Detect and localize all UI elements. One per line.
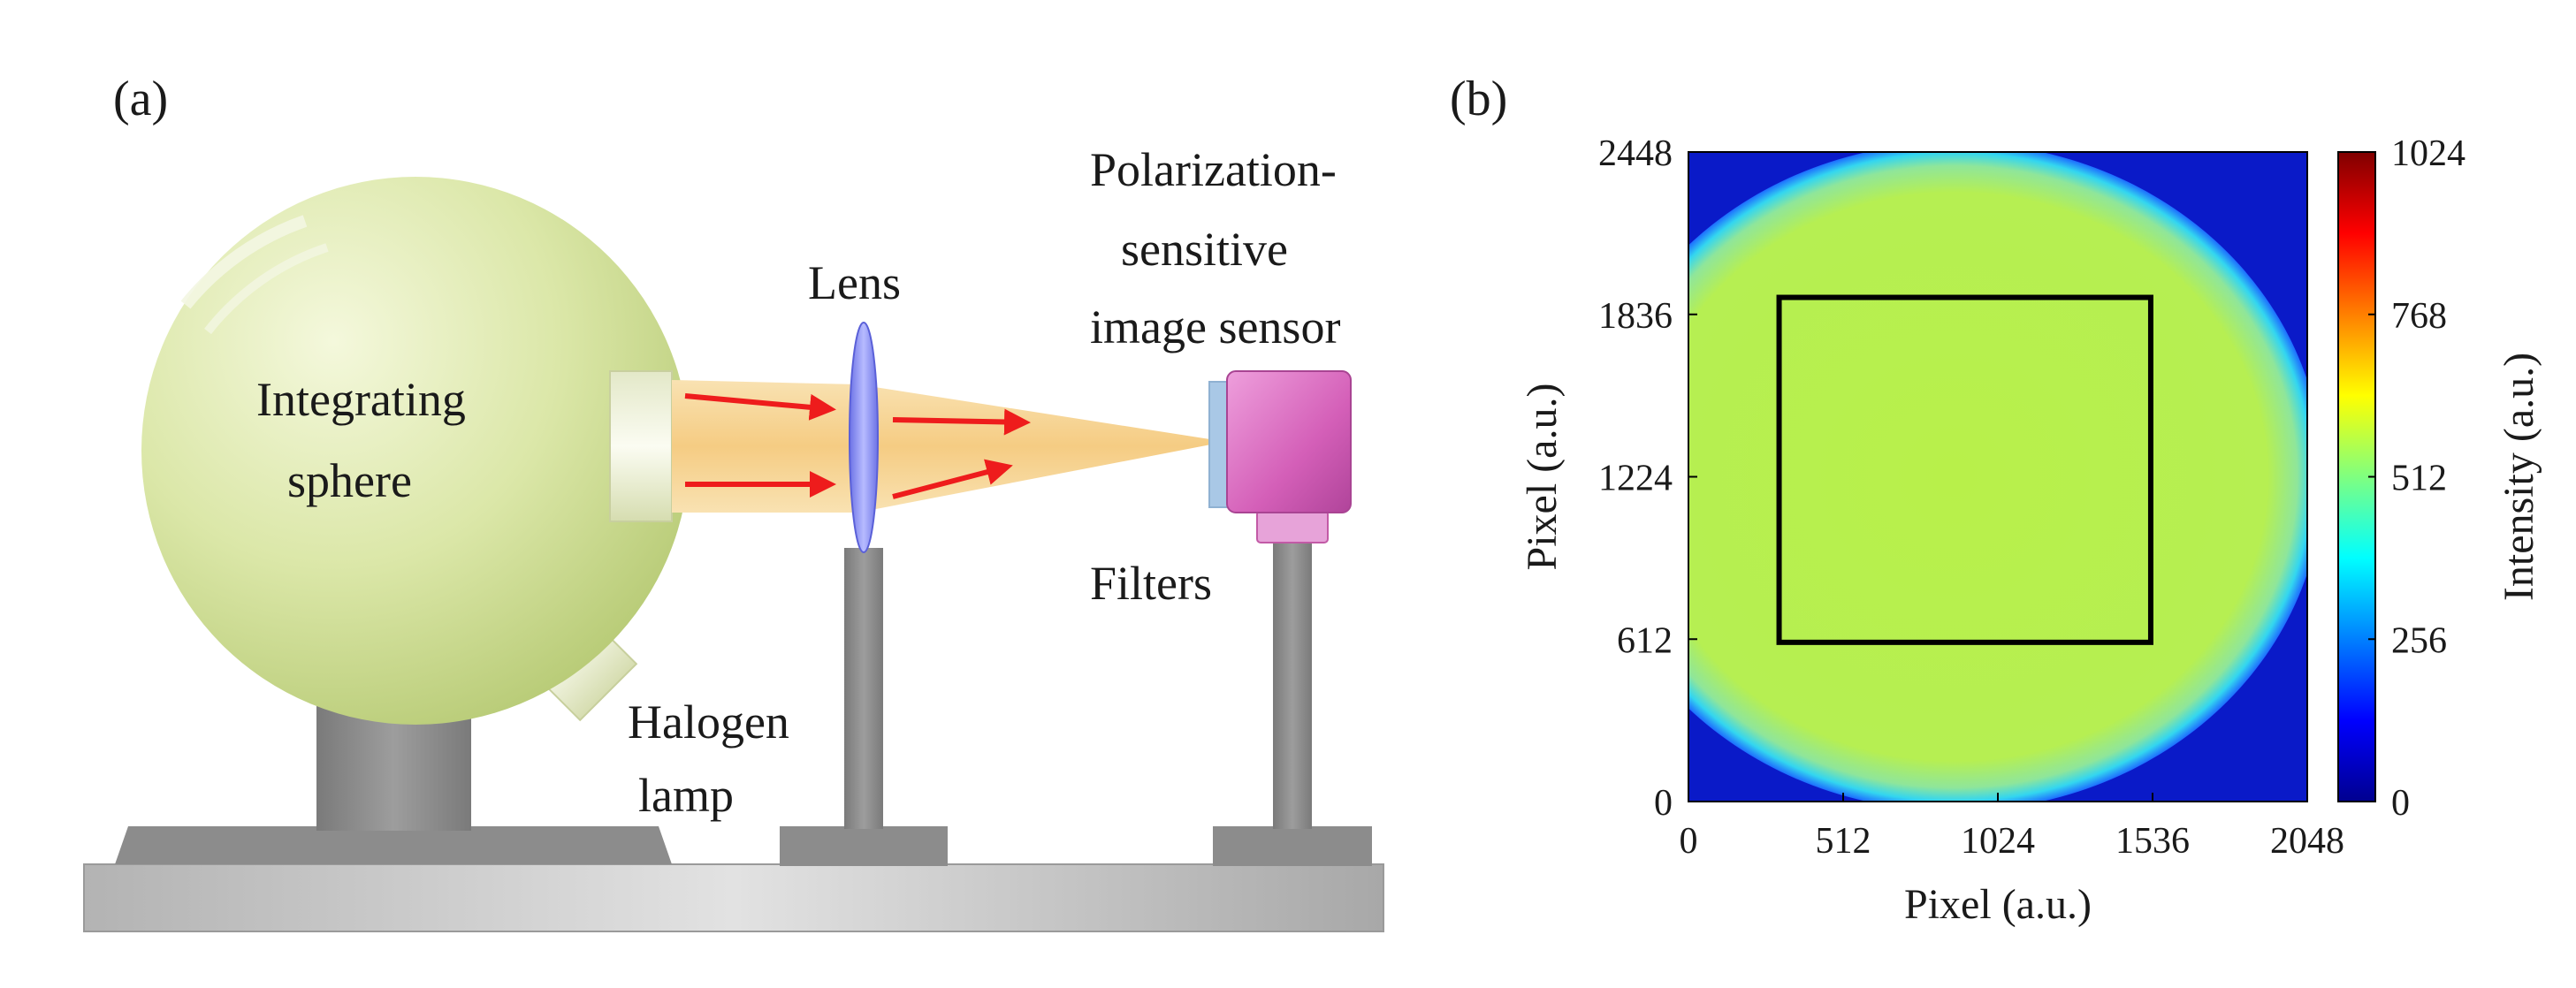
label-sensor-line2: sensitive	[1121, 223, 1288, 276]
y-tick-label: 1224	[1598, 459, 1673, 499]
y-tick-label: 2448	[1598, 133, 1673, 174]
x-axis-ticks: 0 512 1024 1536 2048	[1680, 793, 2344, 862]
x-tick-label: 0	[1680, 821, 1698, 862]
y-axis-ticks: 0 612 1224 1836 2448	[1598, 133, 1697, 824]
x-tick-label: 2048	[2270, 821, 2344, 862]
lens	[849, 322, 879, 553]
x-tick-label: 512	[1816, 821, 1871, 862]
colorbar-label: Intensity (a.u.)	[2496, 353, 2542, 601]
y-tick-label: 0	[1654, 783, 1673, 824]
colorbar-tick-label: 768	[2391, 296, 2447, 337]
polarization-image-sensor	[1226, 370, 1352, 513]
panel-b-label: (b)	[1450, 72, 1507, 126]
y-axis-label: Pixel (a.u.)	[1519, 384, 1566, 571]
colorbar-ticks: 0 256 512 768 1024	[2368, 133, 2465, 824]
label-sensor-line1: Polarization-	[1090, 143, 1337, 196]
sensor-stand-post	[1273, 539, 1312, 829]
region-of-interest	[1776, 294, 2153, 645]
light-beam	[672, 380, 1216, 513]
label-lens: Lens	[808, 256, 901, 309]
optical-rail	[83, 863, 1384, 932]
label-sensor-line3: image sensor	[1090, 300, 1340, 353]
lens-stand-base	[780, 826, 948, 866]
colorbar: 0 256 512 768 1024 Intensity (a.u.)	[2337, 133, 2542, 824]
x-axis-label: Pixel (a.u.)	[1904, 881, 2092, 928]
sphere-highlight-2	[204, 243, 329, 335]
panel-a-label: (a)	[113, 72, 168, 126]
sensor-mount	[1256, 510, 1329, 543]
x-tick-label: 1536	[2115, 821, 2190, 862]
sphere-stand-base	[115, 826, 672, 864]
colorbar-tick-label: 0	[2391, 783, 2410, 824]
colorbar-tick-label: 512	[2391, 459, 2447, 499]
sphere-highlight	[180, 215, 308, 309]
sphere-exit-port	[609, 370, 673, 522]
y-tick-label: 1836	[1598, 296, 1673, 337]
integrating-sphere	[141, 177, 690, 725]
panel-a: (a)	[83, 72, 1384, 932]
label-filters: Filters	[1090, 557, 1212, 610]
colorbar-tick-label: 1024	[2391, 133, 2465, 174]
lens-stand-post	[844, 548, 883, 829]
label-sphere: sphere	[287, 454, 412, 507]
x-tick-label: 1024	[1961, 821, 2035, 862]
light-arrows	[684, 393, 1031, 499]
label-halogen: Halogen	[628, 695, 789, 749]
y-tick-label: 612	[1617, 620, 1673, 661]
panel-b: (b) 0 512 1024 1536 2048 0 612 1224 1836 2448 Pi…	[1450, 72, 2542, 928]
heatmap-plot	[1688, 151, 2308, 802]
filter	[1208, 381, 1230, 508]
label-integrating: Integrating	[256, 373, 466, 426]
colorbar-tick-label: 256	[2391, 620, 2447, 661]
label-lamp: lamp	[638, 769, 734, 822]
sensor-stand-base	[1213, 826, 1372, 866]
